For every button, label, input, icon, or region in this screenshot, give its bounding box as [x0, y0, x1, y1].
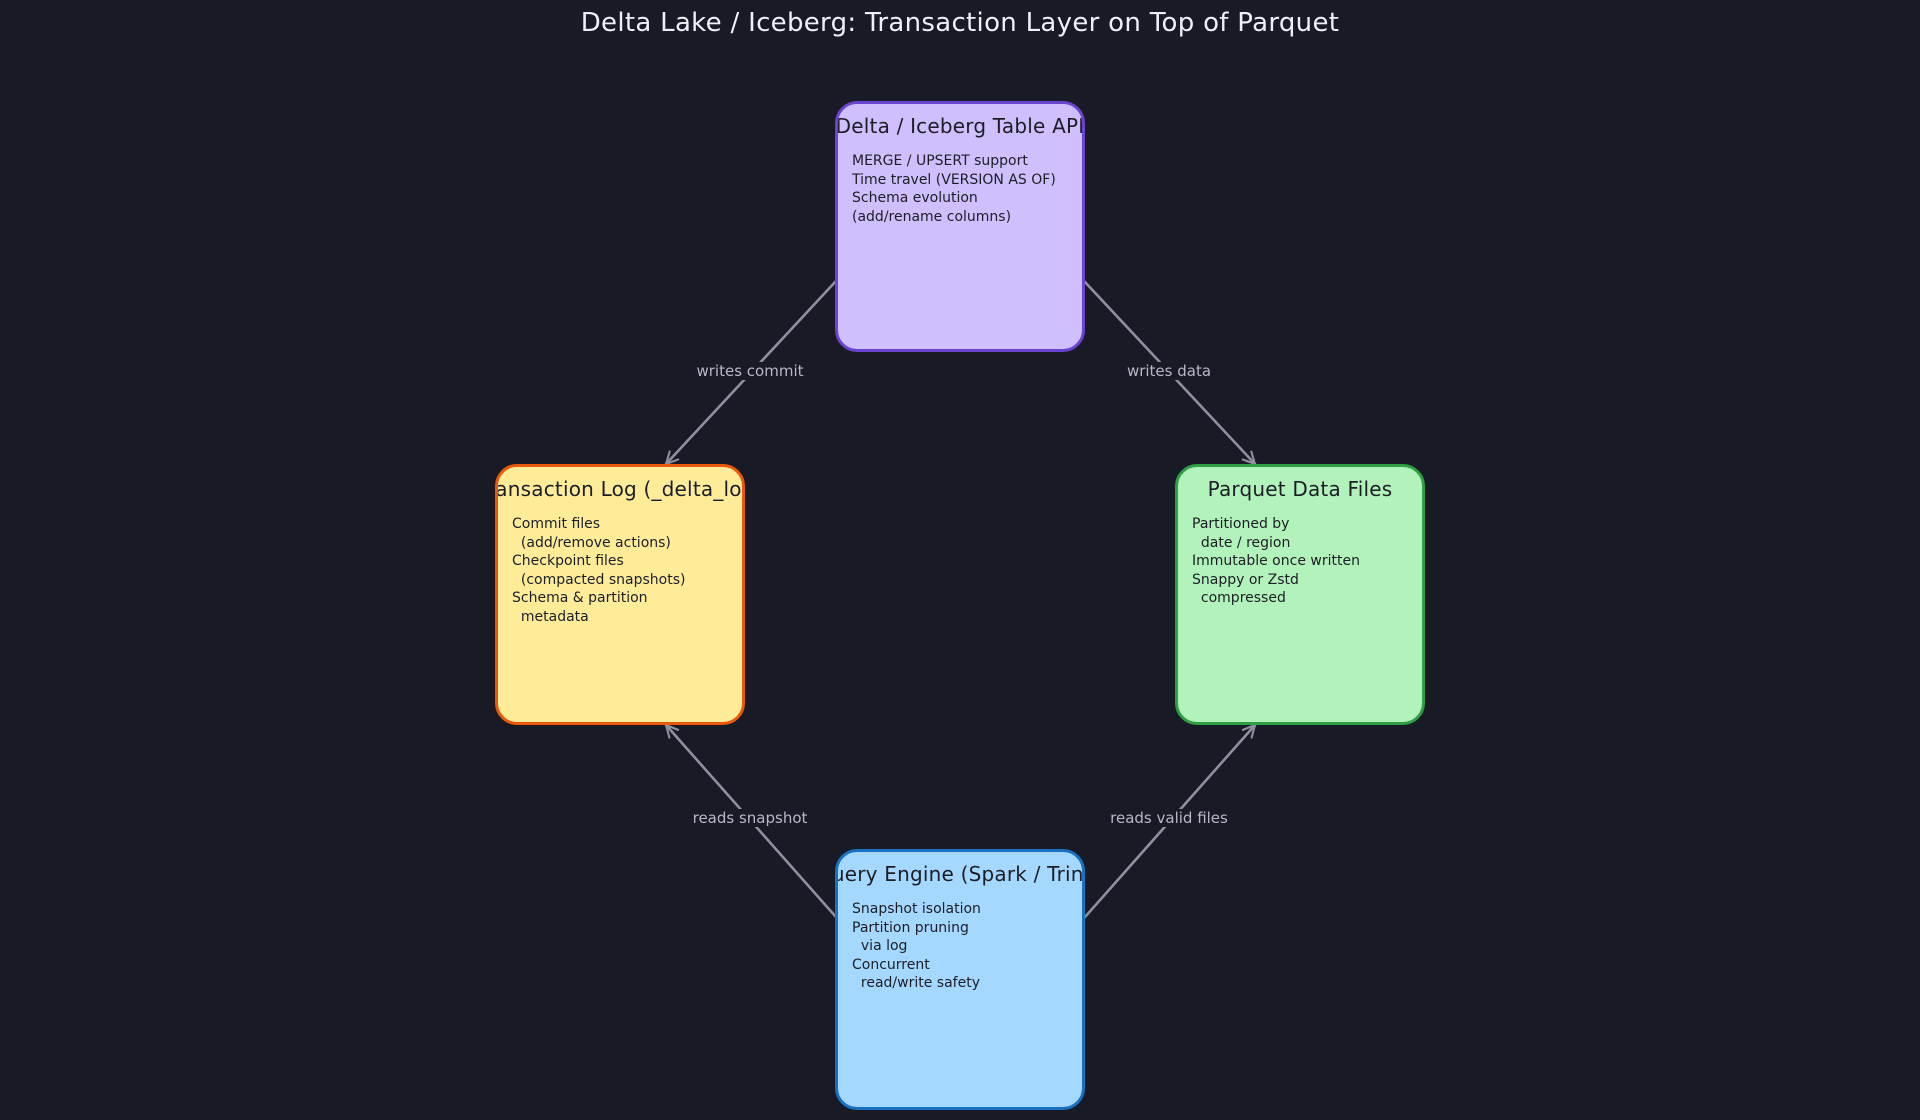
edge-label-writes-commit: writes commit — [693, 362, 807, 380]
node-transaction-log-body: Commit files (add/remove actions) Checkpo… — [512, 515, 742, 626]
edge-label-writes-data: writes data — [1123, 362, 1215, 380]
node-body-line: MERGE / UPSERT support — [852, 153, 1028, 169]
node-body-line: Snappy or Zstd — [1192, 571, 1299, 588]
node-body-line: read/write safety — [852, 975, 980, 991]
node-body-line: Schema & partition — [512, 590, 648, 606]
node-body-line: metadata — [512, 608, 589, 625]
node-query-engine[interactable]: Query Engine (Spark / Trino) Snapshot is… — [835, 849, 1085, 1110]
node-parquet-data-files-title: Parquet Data Files — [1207, 477, 1393, 501]
node-body-line: (compacted snapshots) — [512, 571, 686, 588]
node-body-line: compressed — [1192, 590, 1286, 606]
node-body-line: (add/remove actions) — [512, 534, 671, 551]
node-transaction-log-title: Transaction Log (_delta_log) — [495, 477, 742, 501]
node-body-line: Snapshot isolation — [852, 901, 981, 917]
node-body-line: via log — [852, 938, 908, 954]
edge-label-reads-valid-files: reads valid files — [1107, 809, 1231, 827]
node-body-line: Concurrent — [852, 956, 930, 973]
node-body-line: Schema evolution — [852, 190, 978, 206]
node-body-line: Time travel (VERSION AS OF) — [852, 171, 1056, 188]
node-body-line: Checkpoint files — [512, 553, 624, 569]
node-body-line: Immutable once written — [1192, 553, 1360, 569]
node-parquet-data-files[interactable]: Parquet Data Files Partitioned by date /… — [1175, 464, 1425, 725]
node-table-api[interactable]: Delta / Iceberg Table API MERGE / UPSERT… — [835, 101, 1085, 352]
diagram-title: Delta Lake / Iceberg: Transaction Layer … — [580, 8, 1340, 38]
edge-label-reads-snapshot: reads snapshot — [689, 809, 811, 827]
node-transaction-log[interactable]: Transaction Log (_delta_log) Commit file… — [495, 464, 745, 725]
node-body-line: Partitioned by — [1192, 516, 1290, 532]
node-body-line: Commit files — [512, 516, 601, 532]
node-body-line: (add/rename columns) — [852, 208, 1012, 225]
node-table-api-title: Delta / Iceberg Table API — [835, 114, 1085, 138]
node-body-line: date / region — [1192, 534, 1291, 551]
node-body-line: Partition pruning — [852, 919, 969, 936]
node-query-engine-title: Query Engine (Spark / Trino) — [838, 862, 1084, 886]
